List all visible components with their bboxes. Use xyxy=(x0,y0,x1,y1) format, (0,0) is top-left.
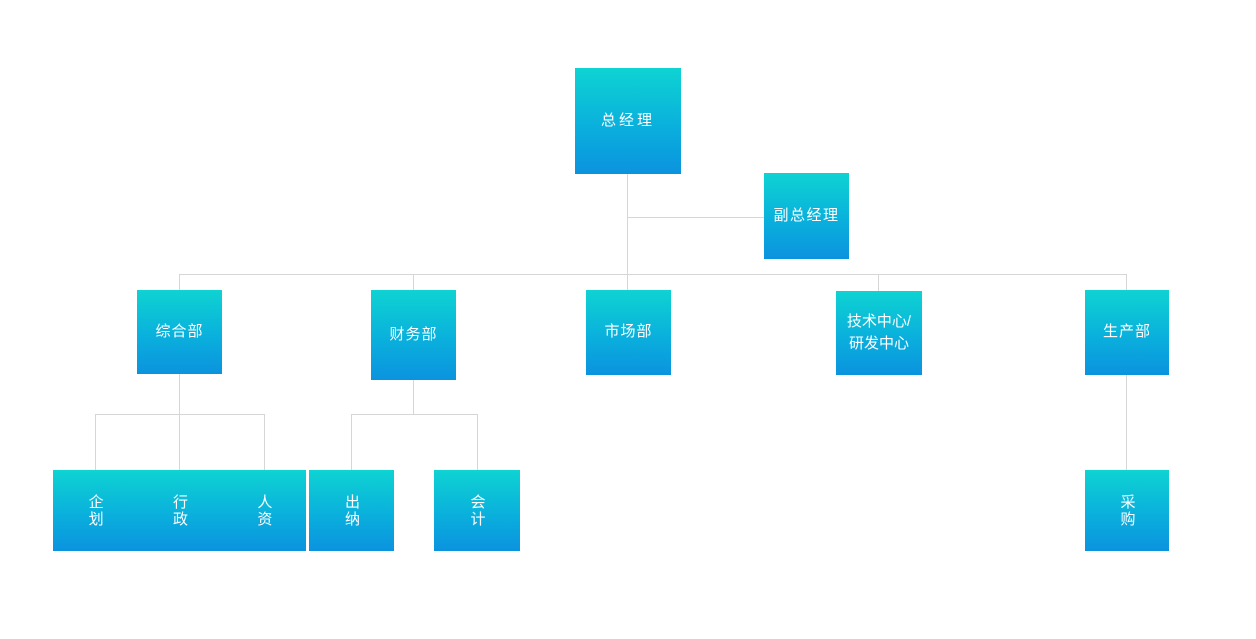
connector-drop-finance xyxy=(413,274,414,291)
connector-level2-bus xyxy=(179,274,1127,275)
node-label-accounting: 会计 xyxy=(468,493,486,528)
node-group-general-affairs-children: 企划 行政 人资 xyxy=(53,470,306,551)
connector-general-affairs-trunk xyxy=(179,374,180,414)
node-general-affairs[interactable]: 综合部 xyxy=(137,290,222,374)
node-planning[interactable]: 企划 xyxy=(53,470,137,551)
connector-finance-trunk xyxy=(413,380,414,414)
node-deputy-general-manager[interactable]: 副总经理 xyxy=(764,173,849,259)
node-label-cashier: 出纳 xyxy=(343,493,360,528)
node-label-human-resources: 人资 xyxy=(255,493,273,528)
node-label-general-manager: 总经理 xyxy=(600,111,655,129)
connector-drop-tech-center xyxy=(878,274,879,291)
node-label-general-affairs: 综合部 xyxy=(155,322,204,340)
node-label-planning: 企划 xyxy=(86,493,104,528)
connector-drop-production xyxy=(1126,274,1127,291)
node-label-production: 生产部 xyxy=(1102,323,1151,341)
node-marketing[interactable]: 市场部 xyxy=(586,290,671,375)
connector-general-affairs-bus xyxy=(95,414,265,415)
connector-drop-general-affairs xyxy=(179,274,180,291)
node-label-deputy-general-manager: 副总经理 xyxy=(773,206,840,224)
connector-drop-cashier xyxy=(351,414,352,470)
node-accounting[interactable]: 会计 xyxy=(434,470,520,551)
connector-drop-human-resources xyxy=(264,414,265,470)
node-label-administration: 行政 xyxy=(170,493,188,528)
connector-drop-accounting xyxy=(477,414,478,470)
connector-finance-bus xyxy=(351,414,478,415)
connector-drop-administration xyxy=(179,414,180,470)
node-administration[interactable]: 行政 xyxy=(137,470,221,551)
node-tech-center[interactable]: 技术中心/ 研发中心 xyxy=(836,291,922,375)
node-finance[interactable]: 财务部 xyxy=(371,290,456,380)
node-procurement[interactable]: 采购 xyxy=(1085,470,1169,551)
connector-drop-marketing xyxy=(627,274,628,291)
node-label-marketing: 市场部 xyxy=(604,323,653,341)
node-label-finance: 财务部 xyxy=(389,325,438,343)
connector-drop-planning xyxy=(95,414,96,470)
node-general-manager[interactable]: 总经理 xyxy=(575,68,681,174)
node-cashier[interactable]: 出纳 xyxy=(309,470,394,551)
node-human-resources[interactable]: 人资 xyxy=(222,470,306,551)
connector-production-trunk xyxy=(1126,375,1127,470)
node-label-tech-center: 技术中心/ 研发中心 xyxy=(846,313,912,352)
node-production[interactable]: 生产部 xyxy=(1085,290,1169,375)
connector-gm-to-deputy xyxy=(627,217,764,218)
connector-gm-trunk xyxy=(627,174,628,274)
node-label-procurement: 采购 xyxy=(1118,493,1136,528)
